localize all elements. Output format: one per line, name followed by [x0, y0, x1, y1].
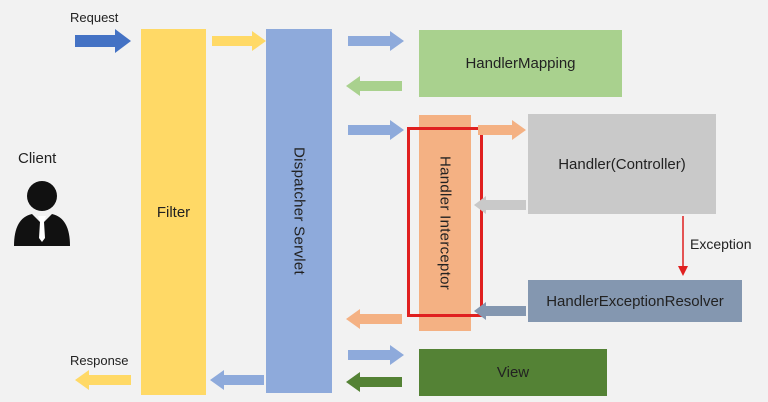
interceptor-to-controller-arrow — [478, 120, 526, 140]
view-label: View — [496, 364, 530, 381]
handler-mapping-box: HandlerMapping — [419, 30, 622, 97]
controller-to-interceptor-arrow — [474, 196, 526, 214]
exception-arrow — [678, 216, 688, 276]
response-label: Response — [70, 353, 129, 368]
view-box: View — [419, 349, 607, 396]
interceptor-highlight-frame — [407, 127, 483, 317]
handler-interceptor-box: Handler Interceptor — [419, 115, 471, 331]
handler-interceptor-label: Handler Interceptor — [436, 155, 454, 291]
dispatcher-to-interceptor-arrow — [348, 120, 404, 140]
dispatcher-to-mapping-arrow — [348, 31, 404, 51]
dispatcher-to-view-arrow — [348, 345, 404, 365]
handler-controller-label: Handler(Controller) — [558, 155, 686, 173]
filter-label: Filter — [156, 203, 191, 221]
mapping-to-dispatcher-arrow — [346, 76, 402, 96]
request-label: Request — [70, 10, 119, 25]
response-arrow — [75, 370, 131, 390]
exception-label: Exception — [690, 236, 752, 252]
interceptor-to-dispatcher-arrow — [346, 309, 402, 329]
dispatcher-servlet-label: Dispatcher Servlet — [290, 147, 308, 275]
filter-to-dispatcher-arrow — [212, 31, 266, 51]
filter-box: Filter — [141, 29, 206, 395]
client-user-icon — [14, 181, 70, 246]
client-label: Client — [18, 150, 57, 167]
handler-controller-box: Handler(Controller) — [528, 114, 716, 214]
exception-resolver-box: HandlerExceptionResolver — [528, 280, 742, 322]
view-to-dispatcher-arrow — [346, 372, 402, 392]
resolver-to-interceptor-arrow — [474, 302, 526, 320]
dispatcher-servlet-box: Dispatcher Servlet — [266, 29, 332, 393]
handler-mapping-label: HandlerMapping — [465, 55, 576, 72]
request-arrow — [75, 29, 131, 53]
dispatcher-to-filter-arrow — [210, 370, 264, 390]
exception-resolver-label: HandlerExceptionResolver — [546, 292, 724, 310]
